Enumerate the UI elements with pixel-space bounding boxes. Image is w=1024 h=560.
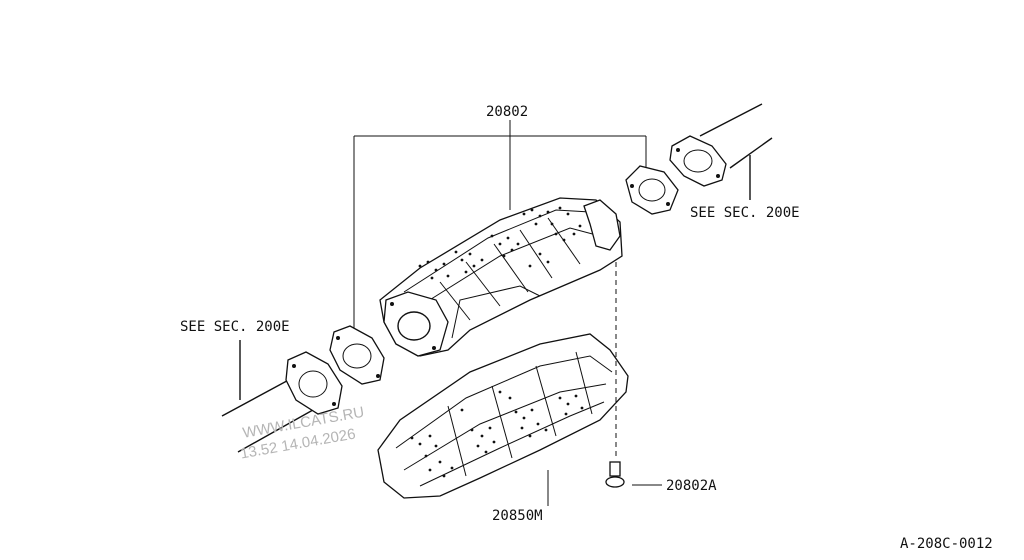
watermark: WWW.ILCATS.RU 13.52 14.04.2026 xyxy=(239,404,366,463)
mounting-bolt xyxy=(605,262,662,488)
left-gasket xyxy=(329,325,385,385)
catalytic-converter xyxy=(379,197,623,357)
right-pipe-flange xyxy=(669,135,727,187)
heat-shield xyxy=(377,333,629,499)
label-bolt: 20802A xyxy=(666,478,717,494)
left-pipe-flange xyxy=(285,351,343,415)
label-cat-converter: 20802 xyxy=(486,104,528,120)
right-exhaust-pipe xyxy=(699,103,773,200)
label-ref-right: SEE SEC. 200E xyxy=(690,205,800,221)
right-gasket xyxy=(625,165,679,215)
left-exhaust-pipe xyxy=(221,340,321,453)
diagram-code: A-208C-0012 xyxy=(900,536,993,552)
label-ref-left: SEE SEC. 200E xyxy=(180,319,290,335)
cat-converter-leader xyxy=(353,120,647,330)
label-heat-shield: 20850M xyxy=(492,508,543,524)
